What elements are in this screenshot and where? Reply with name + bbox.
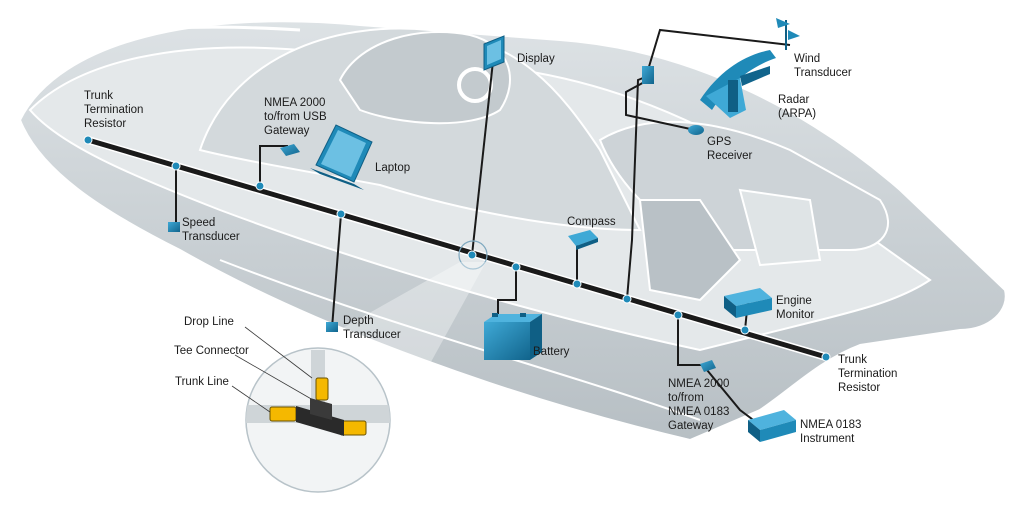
nmea0183-gateway-icon	[700, 360, 716, 372]
label-line: Wind	[794, 53, 820, 65]
tee-connector-dot	[511, 262, 521, 272]
tee-connectors	[83, 135, 831, 362]
label-line: Trunk	[838, 354, 867, 366]
label-line: Termination	[838, 368, 897, 380]
label-radar: Radar (ARPA)	[778, 94, 816, 120]
label-gps: GPS Receiver	[707, 136, 753, 162]
nmea2000-gps-interface-icon	[642, 66, 654, 84]
label-line: Gateway	[668, 420, 714, 432]
label-line: Resistor	[838, 382, 880, 394]
battery-icon	[484, 313, 542, 360]
tee-connector-dot	[336, 209, 346, 219]
label-line: Termination	[84, 104, 143, 116]
label-line: Radar	[778, 94, 809, 106]
label-usb-gateway: NMEA 2000 to/from USB Gateway	[264, 97, 327, 137]
tee-connector-dot	[622, 294, 632, 304]
trunk-line	[86, 136, 828, 361]
label-line: NMEA 0183	[668, 406, 729, 418]
radar-icon	[700, 50, 776, 118]
label-line: Battery	[533, 346, 570, 358]
tee-connector-dot	[467, 250, 477, 260]
label-line: Trunk	[84, 90, 113, 102]
label-line: (ARPA)	[778, 108, 816, 120]
label-battery: Battery	[533, 346, 570, 358]
label-line: Laptop	[375, 162, 410, 174]
label-tee-connector: Tee Connector	[174, 345, 249, 357]
label-trunk-line: Trunk Line	[175, 376, 229, 388]
display-icon	[483, 35, 505, 71]
label-line: NMEA 2000	[668, 378, 729, 390]
label-line: Drop Line	[184, 316, 234, 328]
label-line: Monitor	[776, 309, 815, 321]
tee-connector-dot	[255, 181, 265, 191]
label-line: GPS	[707, 136, 732, 148]
tee-connector-dot	[171, 161, 181, 171]
laptop-icon	[310, 124, 373, 190]
compass-icon	[568, 230, 598, 250]
label-line: Trunk Line	[175, 376, 229, 388]
label-line: Instrument	[800, 433, 855, 445]
label-laptop: Laptop	[375, 162, 410, 174]
termination-resistor-right	[821, 352, 831, 362]
engine-monitor-icon	[724, 288, 772, 318]
label-line: Speed	[182, 217, 215, 229]
depth-transducer-icon	[326, 322, 338, 332]
speed-transducer-icon	[168, 222, 180, 232]
label-line: Compass	[567, 216, 616, 228]
label-line: to/from	[668, 392, 704, 404]
tee-connector-dot	[740, 325, 750, 335]
label-line: NMEA 2000	[264, 97, 325, 109]
label-line: Resistor	[84, 118, 126, 130]
tee-connector-dot	[673, 310, 683, 320]
label-line: Tee Connector	[174, 345, 249, 357]
zoom-focus-circle	[458, 240, 488, 270]
label-line: NMEA 0183	[800, 419, 861, 431]
label-line: Display	[517, 53, 555, 65]
label-line: Receiver	[707, 150, 753, 162]
usb-gateway-icon	[280, 144, 300, 156]
wind-vane-icon	[776, 18, 800, 50]
tee-connector-icon	[269, 377, 367, 436]
label-line: to/from USB	[264, 111, 327, 123]
label-line: Engine	[776, 295, 812, 307]
label-line: Gateway	[264, 125, 310, 137]
label-line: Transducer	[343, 329, 401, 341]
termination-resistor-left	[83, 135, 93, 145]
label-line: Depth	[343, 315, 374, 327]
label-line: Transducer	[794, 67, 852, 79]
label-compass: Compass	[567, 216, 616, 228]
gps-antenna-icon	[688, 125, 704, 135]
zoom-inset	[231, 326, 391, 493]
label-line: Transducer	[182, 231, 240, 243]
label-drop-line: Drop Line	[184, 316, 234, 328]
label-display: Display	[517, 53, 555, 65]
tee-connector-dot	[572, 279, 582, 289]
instrument-icon	[748, 410, 796, 442]
